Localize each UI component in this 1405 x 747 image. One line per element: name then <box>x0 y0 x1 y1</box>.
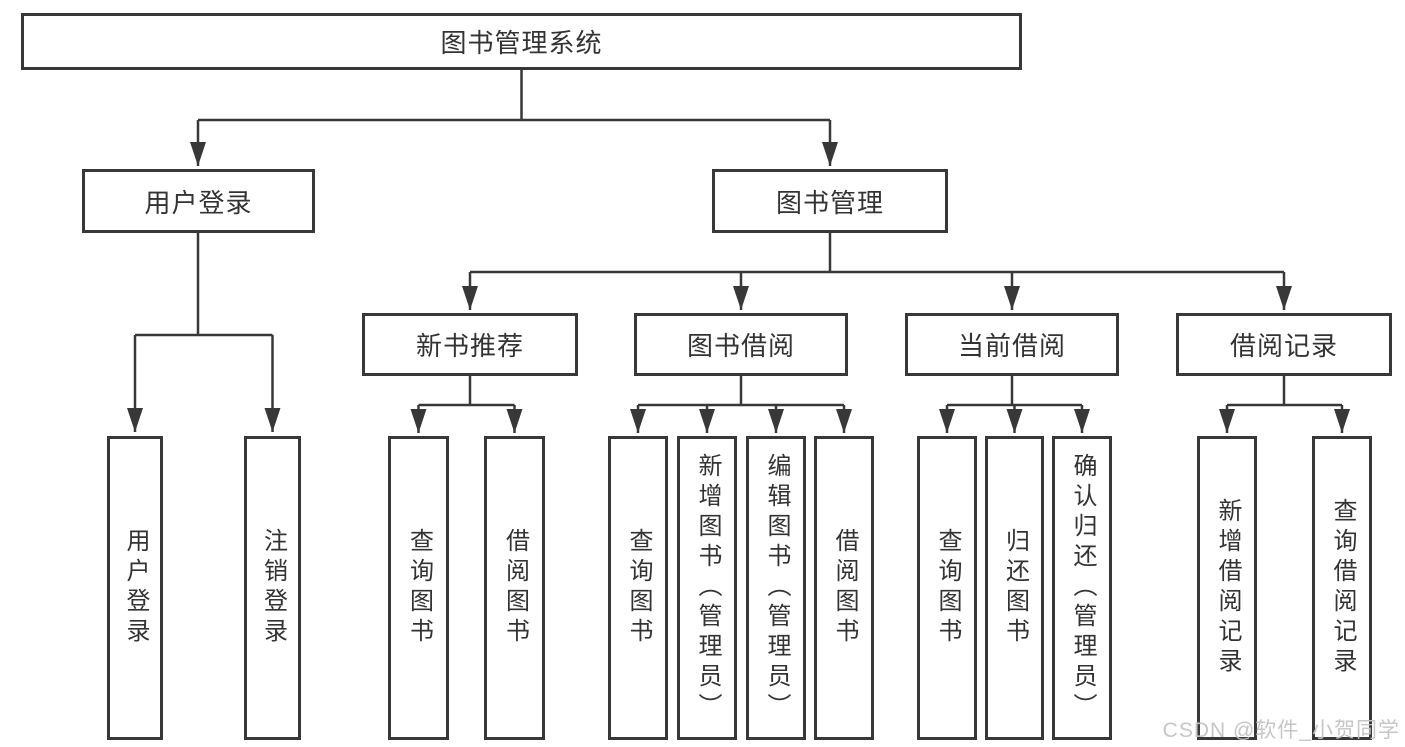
node-new-book-recommend: 新书推荐 <box>362 313 578 376</box>
node-book-management-label: 图书管理 <box>775 187 884 218</box>
leaf-confirm-return-admin-label: 确认归还（管理员） <box>1069 453 1096 723</box>
leaf-add-borrow-record-label: 新增借阅记录 <box>1214 498 1241 678</box>
leaf-borrow-query-books: 查询图书 <box>608 436 668 740</box>
leaf-edit-books-admin: 编辑图书（管理员） <box>746 436 806 740</box>
node-book-management: 图书管理 <box>712 169 948 233</box>
node-book-borrowing-label: 图书借阅 <box>686 331 795 361</box>
leaf-query-borrow-record-label: 查询借阅记录 <box>1329 498 1356 678</box>
node-current-borrowing-label: 当前借阅 <box>957 331 1066 361</box>
leaf-newbook-query-books: 查询图书 <box>388 436 449 740</box>
node-borrow-records: 借阅记录 <box>1176 313 1392 376</box>
csdn-watermark: CSDN @软件_小贺同学 <box>1162 719 1400 742</box>
node-library-management-system: 图书管理系统 <box>21 13 1022 70</box>
leaf-current-query-books-label: 查询图书 <box>934 528 961 648</box>
leaf-user-login-label: 用户登录 <box>122 528 149 648</box>
leaf-borrow-query-books-label: 查询图书 <box>625 528 652 648</box>
node-user-login-label: 用户登录 <box>144 187 253 218</box>
leaf-add-borrow-record: 新增借阅记录 <box>1197 436 1257 740</box>
leaf-current-query-books: 查询图书 <box>917 436 977 740</box>
leaf-query-borrow-record: 查询借阅记录 <box>1312 436 1372 740</box>
node-library-management-system-label: 图书管理系统 <box>440 28 603 58</box>
node-book-borrowing: 图书借阅 <box>634 313 848 376</box>
leaf-return-books: 归还图书 <box>985 436 1044 740</box>
leaf-newbook-query-books-label: 查询图书 <box>405 528 433 648</box>
leaf-logout-label: 注销登录 <box>259 528 287 648</box>
leaf-return-books-label: 归还图书 <box>1001 528 1029 648</box>
leaf-confirm-return-admin: 确认归还（管理员） <box>1052 436 1112 740</box>
node-borrow-records-label: 借阅记录 <box>1229 331 1338 361</box>
leaf-borrow-books-label: 借阅图书 <box>831 528 858 648</box>
node-new-book-recommend-label: 新书推荐 <box>415 331 524 361</box>
leaf-add-books-admin-label: 新增图书（管理员） <box>694 453 721 723</box>
node-current-borrowing: 当前借阅 <box>905 313 1119 376</box>
leaf-borrow-books: 借阅图书 <box>814 436 874 740</box>
leaf-add-books-admin: 新增图书（管理员） <box>677 436 737 740</box>
leaf-edit-books-admin-label: 编辑图书（管理员） <box>763 453 790 723</box>
leaf-newbook-borrow-books-label: 借阅图书 <box>501 528 529 648</box>
leaf-logout: 注销登录 <box>244 436 301 740</box>
leaf-user-login: 用户登录 <box>107 436 163 740</box>
node-user-login: 用户登录 <box>82 169 315 233</box>
leaf-newbook-borrow-books: 借阅图书 <box>484 436 545 740</box>
